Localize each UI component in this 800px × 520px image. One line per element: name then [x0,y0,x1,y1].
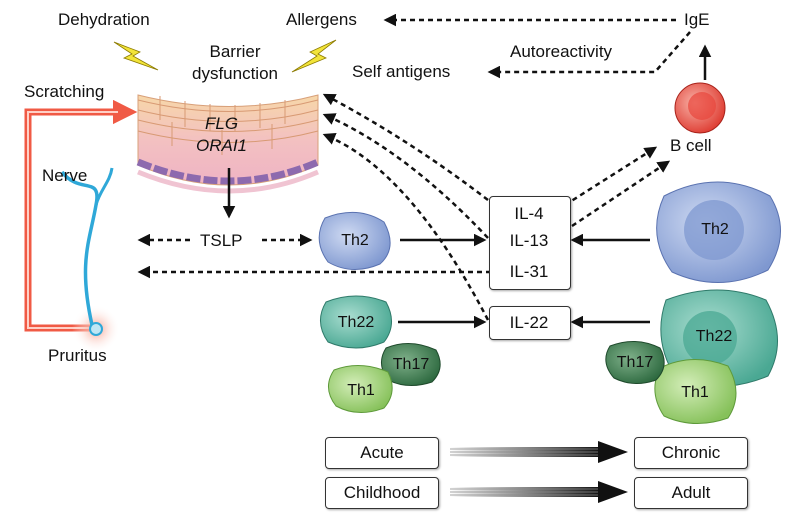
th1-acute-label: Th1 [347,382,375,399]
th17-chronic-label: Th17 [616,354,654,371]
th2-chronic-label: Th2 [701,221,729,238]
barrier-label-line2: dysfunction [192,64,278,83]
autoreactivity-label: Autoreactivity [510,42,613,61]
il22-label: IL-22 [509,313,549,332]
th1-cell-acute [328,365,393,413]
th2-cell-acute [318,211,391,270]
timeline-arrow-childhood-adult [450,481,628,503]
il22-box [489,306,571,340]
th2-acute-label: Th2 [341,232,369,249]
th17-cell-chronic [605,341,665,384]
ige-label: IgE [684,10,710,29]
th2-cell-chronic [656,181,781,283]
th22-acute-label: Th22 [337,314,375,331]
arrow-il22-to-skin [322,133,490,321]
arrow-il4-to-bcell [564,146,658,207]
il13-label: IL-13 [509,231,549,250]
nerve-label: Nerve [42,166,88,185]
th22-chronic-label: Th22 [695,328,733,345]
barrier-label-line1: Barrier [209,42,261,61]
gene-flg-label: FLG [205,114,239,133]
timeline-arrow-acute-chronic [450,441,628,463]
th17-acute-label: Th17 [392,356,430,373]
arrow-il4-to-skin [322,93,489,201]
arrow-il13-to-bcell [571,160,671,228]
th1-chronic-label: Th1 [681,384,709,401]
il4-label: IL-4 [514,204,544,223]
scratching-label: Scratching [24,82,105,101]
chronic-box: Chronic [634,437,748,469]
lightning-icon [113,41,159,71]
th1-cell-chronic [654,358,737,425]
il31-label: IL-31 [509,262,549,281]
arrow-il13-to-skin [322,113,489,239]
tslp-label: TSLP [200,231,243,250]
gene-orai1-label: ORAI1 [196,136,248,155]
th22-cell-acute [320,295,392,349]
nerve-icon [60,170,99,326]
childhood-box: Childhood [325,477,439,509]
acute-box: Acute [325,437,439,469]
pruritus-label: Pruritus [48,346,107,365]
self-antigens-label: Self antigens [352,62,451,81]
lightning-icon [291,39,337,73]
dehydration-label: Dehydration [58,10,150,29]
il4-il13-il31-box [489,196,571,290]
allergens-label: Allergens [286,10,357,29]
arrow-ige-to-self-antigens [487,31,691,79]
b-cell [674,82,726,134]
b-cell-label: B cell [670,136,712,155]
adult-box: Adult [634,477,748,509]
scratching-arrow [24,99,138,332]
